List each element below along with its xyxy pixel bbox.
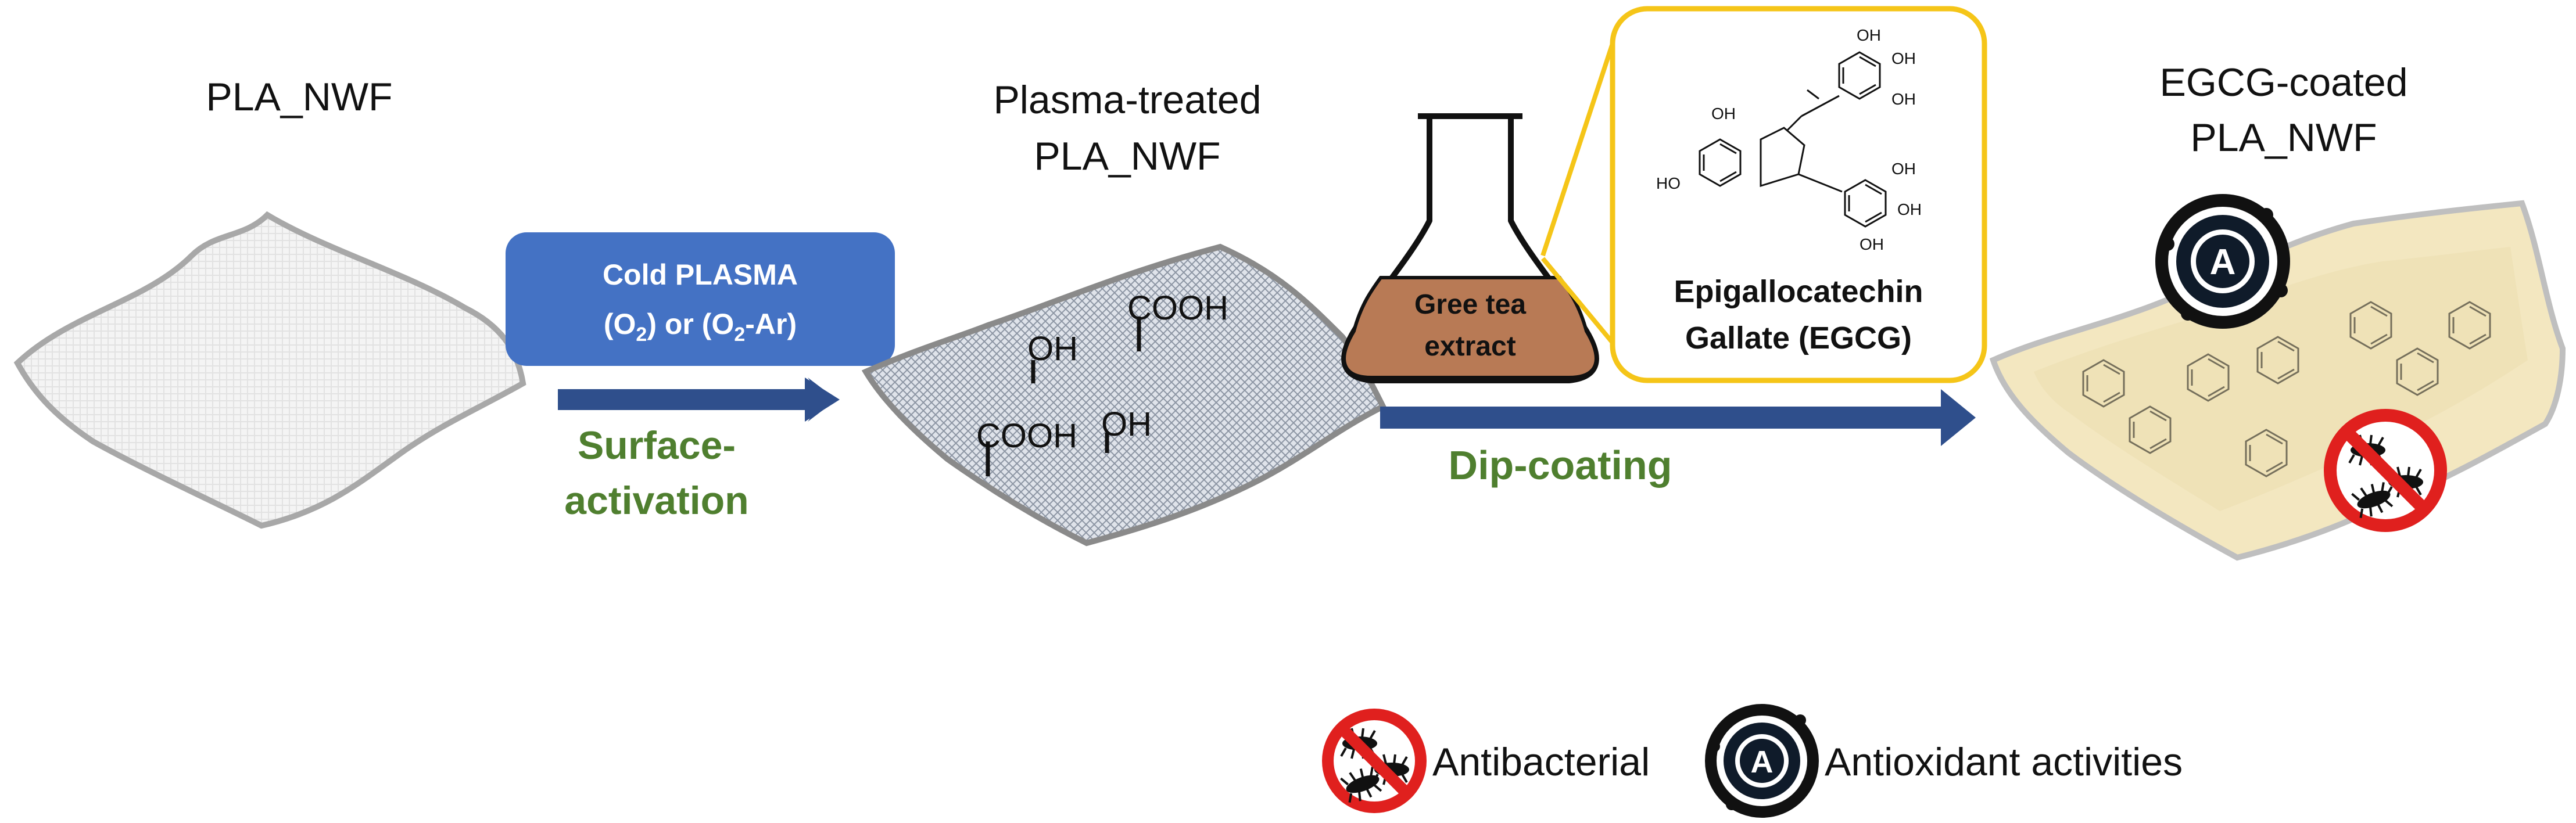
flask-label-1: Gree tea (1414, 289, 1526, 320)
legend-antioxidant-label: Antioxidant activities (1825, 740, 2183, 784)
cooh-group-top: COOH (1127, 289, 1228, 327)
egcg-name-2: Gallate (EGCG) (1685, 321, 1912, 355)
pla-nwf-label: PLA_NWF (206, 75, 392, 119)
egcg-oh-5: OH (1891, 160, 1916, 178)
egcg-oh-1: OH (1857, 26, 1881, 44)
egcg-structure: OH OH OH OH HO OH OH OH (1656, 26, 1922, 253)
egcg-oh-6: OH (1897, 200, 1922, 218)
coated-label-2: PLA_NWF (2190, 116, 2377, 160)
legend-antibacterial-icon (1322, 709, 1427, 813)
antioxidant-badge-main (2155, 194, 2290, 329)
egcg-oh-7: OH (1860, 235, 1884, 253)
cooh-group-bottom: COOH (976, 417, 1077, 455)
plasma-treated-fabric-sheet (861, 243, 1387, 547)
callout-line-top (1540, 42, 1615, 257)
oh-group-right: OH (1101, 405, 1152, 443)
egcg-oh-3: OH (1891, 90, 1916, 108)
dip-coating-label: Dip-coating (1449, 443, 1672, 488)
surface-activation-label-2: activation (564, 479, 748, 523)
cold-plasma-box (506, 232, 895, 366)
plasma-gas-label: (O2) or (O2-Ar) (604, 308, 797, 346)
dip-coating-arrow (1380, 389, 1976, 446)
coated-label-1: EGCG-coated (2159, 60, 2407, 105)
legend-antibacterial-label: Antibacterial (1432, 740, 1650, 784)
functional-groups: COOH OH COOH OH (976, 289, 1228, 476)
egcg-name-1: Epigallocatechin (1674, 274, 1923, 309)
antibacterial-sign-main (2324, 409, 2447, 532)
legend-antioxidant-letter: A (1751, 745, 1774, 779)
plasma-treated-label-2: PLA_NWF (1034, 134, 1220, 178)
green-tea-flask (1341, 113, 1599, 383)
flask-label-2: extract (1424, 331, 1515, 362)
egcg-ho-1: HO (1656, 174, 1681, 192)
plasma-treated-label-1: Plasma-treated (993, 78, 1261, 122)
callout-line-bottom (1540, 257, 1615, 344)
egcg-oh-2: OH (1891, 49, 1916, 67)
oh-group-left: OH (1027, 330, 1078, 368)
surface-activation-arrow (558, 378, 840, 422)
antioxidant-badge-letter: A (2210, 242, 2236, 282)
surface-activation-label-1: Surface- (578, 423, 736, 468)
egcg-oh-4: OH (1711, 105, 1736, 123)
cold-plasma-label: Cold PLASMA (603, 258, 798, 291)
legend-antioxidant-icon (1705, 704, 1819, 818)
egcg-callout-box (1610, 6, 1987, 383)
raw-fabric-sheet (13, 211, 526, 529)
